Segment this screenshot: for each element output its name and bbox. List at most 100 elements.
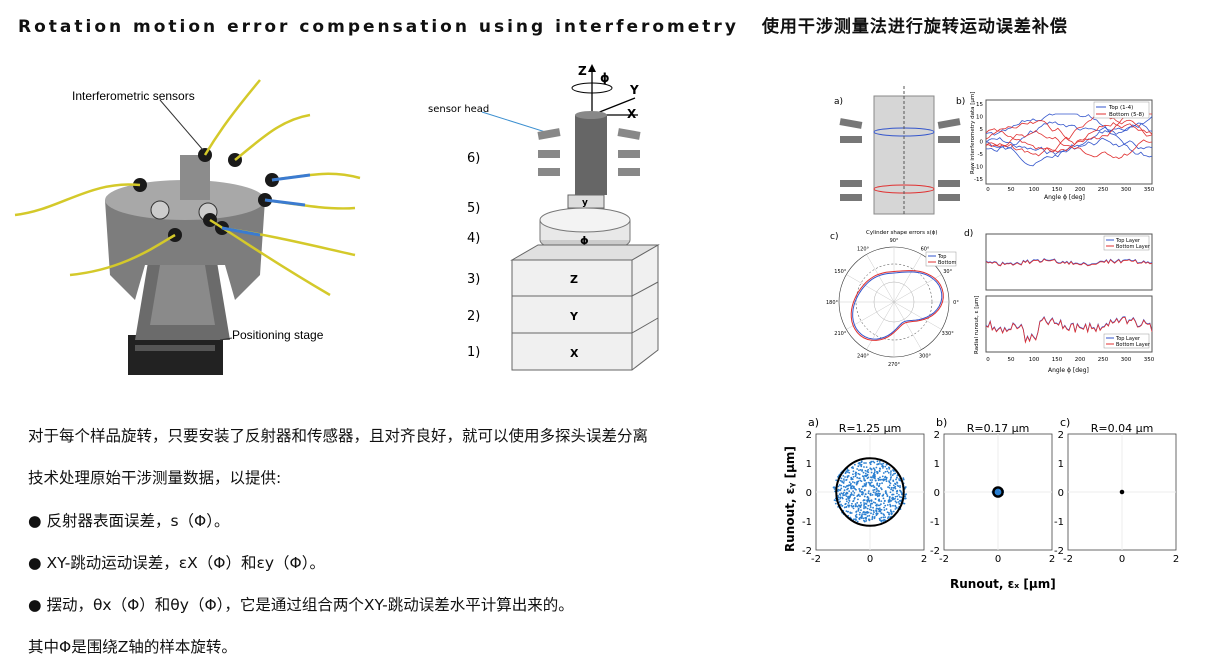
runout-point [880, 488, 883, 491]
runout-ytick: 0 [1058, 488, 1064, 499]
runout-point [840, 484, 843, 487]
runout-point [838, 484, 841, 486]
runout-point [863, 495, 866, 498]
runout-point [848, 471, 851, 474]
runout-point [878, 469, 881, 472]
runout-point [852, 467, 854, 470]
runout-point [876, 513, 879, 515]
runout-point [874, 475, 876, 478]
runout-point [857, 508, 860, 511]
runout-point [872, 489, 875, 492]
runout-point [854, 518, 857, 521]
interferometry-results-figure: a) b) c) d) Raw interferometry data [µm]… [826, 86, 1155, 374]
runout-point [841, 505, 844, 507]
bullet-3: ● 摆动，θx（Φ）和θy（Φ），它是通过组合两个XY-跳动误差水平计算出来的。 [28, 596, 574, 614]
runout-point [842, 492, 844, 495]
runout-point [889, 477, 892, 479]
runout-point [848, 504, 851, 507]
runout-point [843, 489, 846, 492]
runout-point [861, 485, 864, 488]
runout-point [878, 460, 881, 463]
runout-point [882, 497, 885, 500]
runout-point [856, 476, 859, 479]
paragraph-line-1: 对于每个样品旋转，只要安装了反射器和传感器，且对齐良好，就可以使用多探头误差分离 [28, 427, 649, 445]
runout-ytick: -1 [802, 517, 812, 528]
runout-point [869, 467, 872, 470]
panel-a-cylinder [839, 86, 961, 215]
runout-point [884, 470, 887, 473]
runout-point [900, 492, 903, 494]
runout-point [856, 468, 859, 470]
panel-c-legend-bottom: Bottom [938, 260, 956, 266]
runout-point [874, 492, 877, 494]
b-xtick: 300 [1121, 187, 1132, 193]
runout-point [904, 497, 906, 500]
sensor-head-label: sensor head [428, 104, 489, 115]
runout-point [904, 495, 907, 498]
runout-point [877, 489, 880, 492]
b-ytick: 10 [976, 115, 983, 121]
runout-point [878, 509, 881, 512]
runout-point [835, 479, 838, 482]
runout-point [887, 501, 890, 503]
runout-point [883, 478, 886, 481]
runout-point [863, 489, 866, 492]
d-xtick: 0 [986, 357, 990, 363]
runout-point [878, 498, 881, 501]
runout-point [861, 491, 864, 494]
runout-point [900, 499, 903, 502]
runout-point [874, 469, 876, 472]
runout-point [872, 460, 875, 463]
runout-point [896, 495, 899, 498]
runout-point [889, 491, 892, 494]
runout-point [994, 492, 997, 495]
d-xtick: 200 [1075, 357, 1086, 363]
runout-point [847, 510, 850, 513]
runout-point [898, 495, 901, 498]
runout-xtick: 2 [1173, 554, 1179, 565]
bullet-2: ● XY-跳动运动误差，εX（Φ）和εy（Φ）。 [28, 554, 325, 572]
runout-point [886, 495, 889, 497]
runout-point [865, 519, 868, 522]
runout-point [864, 472, 867, 475]
runout-point [879, 468, 881, 470]
runout-point [886, 504, 889, 506]
runout-point [881, 478, 883, 481]
runout-point [844, 494, 846, 496]
runout-point [882, 462, 885, 465]
runout-point [848, 490, 851, 493]
runout-point [880, 512, 883, 515]
b-series-line [985, 122, 1152, 155]
runout-point [837, 494, 839, 497]
runout-point [889, 473, 892, 476]
c-angle-label: 330° [942, 331, 955, 337]
runout-point [882, 479, 885, 482]
runout-point [870, 500, 873, 502]
runout-point [886, 511, 889, 514]
panel-b-xlabel: Angle ϕ [deg] [1044, 194, 1085, 201]
runout-point [864, 513, 867, 516]
runout-point [890, 512, 893, 515]
c-spoke [893, 301, 922, 350]
runout-point [883, 506, 885, 509]
runout-point [885, 476, 888, 479]
runout-point [884, 516, 886, 519]
runout-point [872, 491, 875, 494]
runout-panel-tag: a) [808, 416, 819, 429]
runout-point [996, 493, 999, 496]
runout-point [839, 479, 842, 482]
runout-point [851, 485, 854, 487]
runout-ylabel: Runout, εᵧ [µm] [783, 446, 797, 552]
d-series-line [985, 258, 1153, 267]
runout-point [846, 471, 849, 473]
runout-point [894, 505, 897, 508]
runout-point [884, 490, 887, 493]
runout-point [904, 486, 907, 488]
runout-point [859, 463, 861, 466]
runout-point [869, 479, 872, 482]
runout-fit-circle [1119, 489, 1125, 495]
runout-point [849, 484, 852, 487]
runout-point [847, 501, 850, 504]
runout-point [834, 502, 837, 505]
